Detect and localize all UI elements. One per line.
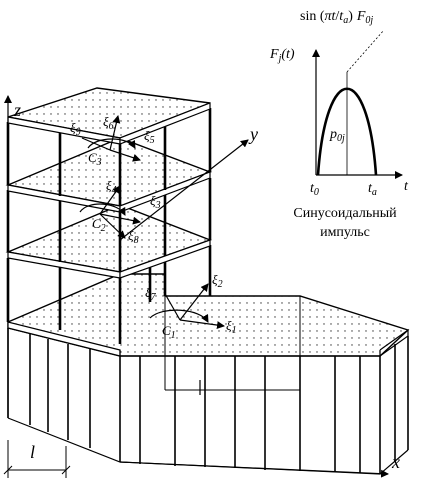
formula-leader	[346, 29, 385, 73]
ground-columns	[7, 328, 409, 474]
roof-slab	[7, 87, 211, 145]
axis-z-label: z	[13, 100, 21, 120]
dof-bottom	[149, 283, 225, 330]
peak-label: p0j	[329, 127, 345, 144]
t0-label: t0	[310, 181, 319, 198]
axis-z: z	[4, 95, 21, 122]
axis-y-label: y	[248, 124, 258, 144]
dof-top	[81, 115, 141, 162]
dof-middle	[79, 185, 141, 239]
xi-4: ξ4	[106, 178, 117, 196]
xi-9: ξ9	[70, 120, 81, 138]
t-axis-label: t	[404, 179, 409, 194]
center-c2: C2	[92, 216, 106, 234]
tower-columns-upper	[6, 108, 212, 206]
middle-slab	[5, 204, 213, 279]
center-c3: C3	[88, 150, 102, 168]
xi-5: ξ5	[144, 128, 155, 146]
caption-line2: импульс	[320, 225, 370, 240]
building-frame	[5, 87, 410, 475]
axis-x-label: x	[391, 452, 400, 472]
xi-1: ξ1	[226, 318, 237, 336]
dimension-l-label: l	[30, 442, 35, 462]
dimension-l: l	[3, 440, 71, 478]
xi-3: ξ3	[150, 193, 161, 211]
pulse-ylabel: Fj(t)	[269, 47, 295, 64]
center-c1: C1	[162, 323, 176, 341]
pulse-inset: sin (πt/ta)F0j Fj(t) p0j t0 ta t Синусои…	[269, 9, 409, 240]
tower-columns-middle	[6, 178, 212, 272]
axis-y: y	[119, 124, 258, 241]
pulse-formula: sin (πt/ta)F0j	[300, 9, 373, 26]
tower-columns-lower	[6, 234, 212, 344]
axis-x: x	[119, 452, 400, 478]
ta-label: ta	[368, 181, 377, 198]
xi-7: ξ7	[145, 285, 157, 303]
caption-line1: Синусоидальный	[293, 206, 397, 221]
xi-2: ξ2	[212, 272, 223, 290]
xi-6: ξ6	[103, 114, 114, 132]
xi-8: ξ8	[128, 228, 139, 246]
